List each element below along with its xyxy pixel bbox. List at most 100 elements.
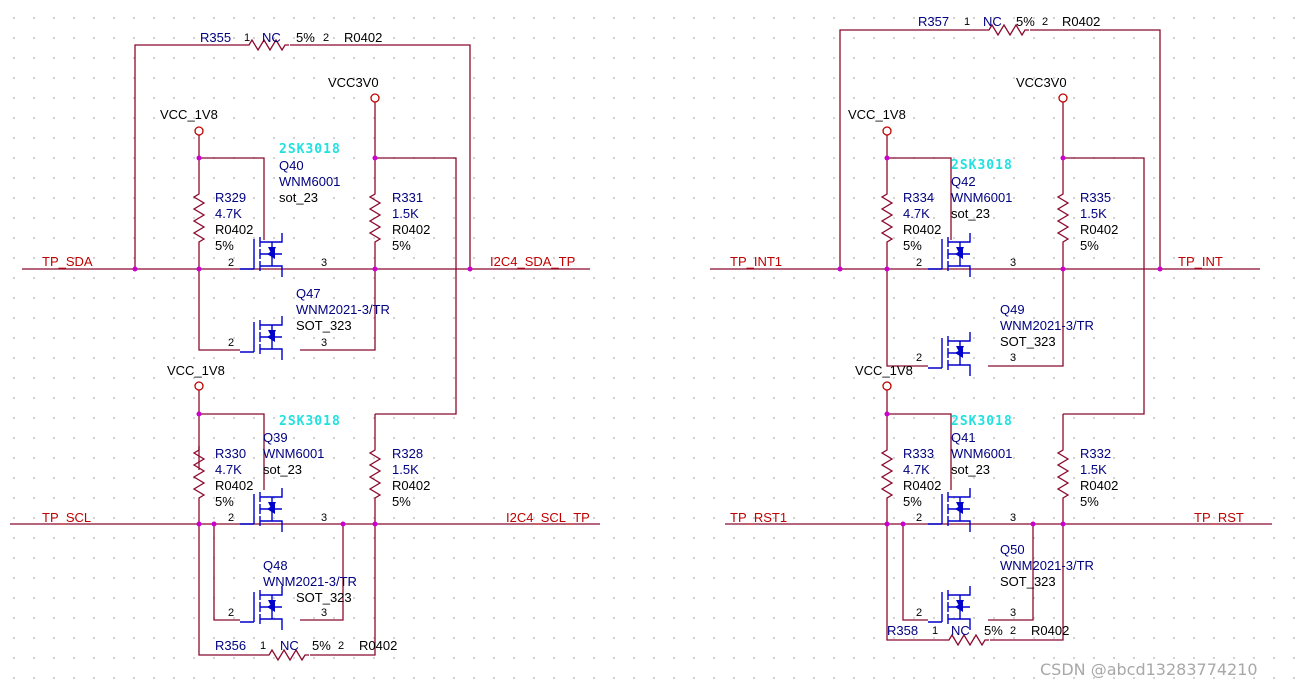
- vcc-1v8-symbol: [194, 126, 204, 136]
- q39-fet: [239, 487, 283, 533]
- r355-pin1: 1: [244, 32, 250, 44]
- r357-ref: R357: [918, 14, 949, 29]
- r358-tol: 5%: [984, 623, 1003, 638]
- r334-pkg: R0402: [903, 222, 941, 237]
- r328-ref: R328: [392, 446, 423, 461]
- q49-fet: [927, 331, 971, 377]
- q41-fet: [927, 487, 971, 533]
- vcc-1v8-label-2: VCC_1V8: [167, 363, 225, 378]
- q49-ref: Q49: [1000, 302, 1025, 317]
- q48-fet: [239, 585, 283, 631]
- q40-ref: Q40: [279, 158, 304, 173]
- q48-part: WNM2021-3/TR: [263, 574, 357, 589]
- vcc3v0-symbol: [370, 93, 380, 103]
- net-label-tp-rst1: TP_RST1: [730, 510, 787, 525]
- r334-resistor: [881, 189, 893, 247]
- q41-pkg: sot_23: [951, 462, 990, 477]
- r355-pkg: R0402: [344, 30, 382, 45]
- r330-value: 4.7K: [215, 462, 242, 477]
- q39-pin3: 3: [321, 512, 327, 524]
- r358-pin1: 1: [932, 625, 938, 637]
- q50-pin2: 2: [916, 607, 922, 619]
- r357-value: NC: [983, 14, 1002, 29]
- q40-pin2: 2: [228, 257, 234, 269]
- q47-part: WNM2021-3/TR: [296, 302, 390, 317]
- q41-pin3: 3: [1010, 512, 1016, 524]
- r358-pin2: 2: [1010, 625, 1016, 637]
- r328-value: 1.5K: [392, 462, 419, 477]
- r329-value: 4.7K: [215, 206, 242, 221]
- q41-part: WNM6001: [951, 446, 1012, 461]
- r335-value: 1.5K: [1080, 206, 1107, 221]
- vcc-1v8-symbol-4: [882, 381, 892, 391]
- q40-pkg: sot_23: [279, 190, 318, 205]
- r356-pin2: 2: [338, 640, 344, 652]
- q41-alt-part: 2SK3018: [951, 414, 1013, 429]
- r329-tol: 5%: [215, 238, 234, 253]
- q42-ref: Q42: [951, 174, 976, 189]
- r332-pkg: R0402: [1080, 478, 1118, 493]
- vcc-1v8-label-4: VCC_1V8: [855, 363, 913, 378]
- q42-alt-part: 2SK3018: [951, 158, 1013, 173]
- r355-ref: R355: [200, 30, 231, 45]
- q50-part: WNM2021-3/TR: [1000, 558, 1094, 573]
- q40-part: WNM6001: [279, 174, 340, 189]
- r332-value: 1.5K: [1080, 462, 1107, 477]
- r331-tol: 5%: [392, 238, 411, 253]
- watermark: CSDN @abcd13283774210: [1040, 660, 1258, 679]
- r335-resistor: [1057, 189, 1069, 247]
- r355-value: NC: [262, 30, 281, 45]
- vcc-1v8-symbol-3: [882, 126, 892, 136]
- r334-tol: 5%: [903, 238, 922, 253]
- net-label-tp-scl: TP_SCL: [42, 510, 91, 525]
- vcc3v0-label-2: VCC3V0: [1016, 75, 1067, 90]
- vcc-1v8-label: VCC_1V8: [160, 107, 218, 122]
- r335-pkg: R0402: [1080, 222, 1118, 237]
- q39-pin2: 2: [228, 512, 234, 524]
- q42-pin3: 3: [1010, 257, 1016, 269]
- r328-tol: 5%: [392, 494, 411, 509]
- net-label-i2c4-scl-tp: I2C4_SCL_TP: [506, 510, 590, 525]
- r332-ref: R332: [1080, 446, 1111, 461]
- q49-pkg: SOT_323: [1000, 334, 1056, 349]
- r330-pkg: R0402: [215, 478, 253, 493]
- r329-ref: R329: [215, 190, 246, 205]
- q40-alt-part: 2SK3018: [279, 142, 341, 157]
- r331-value: 1.5K: [392, 206, 419, 221]
- vcc-1v8-symbol-2: [194, 381, 204, 391]
- q39-part: WNM6001: [263, 446, 324, 461]
- q40-fet: [239, 232, 283, 278]
- scl-circuit: [10, 381, 600, 661]
- r331-pkg: R0402: [392, 222, 430, 237]
- r329-pkg: R0402: [215, 222, 253, 237]
- q48-pin2: 2: [228, 607, 234, 619]
- q39-pkg: sot_23: [263, 462, 302, 477]
- r333-pkg: R0402: [903, 478, 941, 493]
- r332-tol: 5%: [1080, 494, 1099, 509]
- q39-ref: Q39: [263, 430, 288, 445]
- r356-value: NC: [280, 638, 299, 653]
- r357-pin1: 1: [964, 16, 970, 28]
- r333-tol: 5%: [903, 494, 922, 509]
- q49-pin2: 2: [916, 352, 922, 364]
- r356-tol: 5%: [312, 638, 331, 653]
- r357-pkg: R0402: [1062, 14, 1100, 29]
- r330-tol: 5%: [215, 494, 234, 509]
- q50-pkg: SOT_323: [1000, 574, 1056, 589]
- q41-ref: Q41: [951, 430, 976, 445]
- r333-resistor: [881, 445, 893, 503]
- r331-ref: R331: [392, 190, 423, 205]
- net-label-i2c4-sda-tp: I2C4_SDA_TP: [490, 254, 575, 269]
- r328-pkg: R0402: [392, 478, 430, 493]
- q47-pin3: 3: [321, 337, 327, 349]
- q47-fet: [239, 315, 283, 361]
- r355-pin2: 2: [323, 32, 329, 44]
- r358-value: NC: [951, 623, 970, 638]
- r357-tol: 5%: [1016, 14, 1035, 29]
- r334-value: 4.7K: [903, 206, 930, 221]
- q41-pin2: 2: [916, 512, 922, 524]
- r355-tol: 5%: [296, 30, 315, 45]
- q50-ref: Q50: [1000, 542, 1025, 557]
